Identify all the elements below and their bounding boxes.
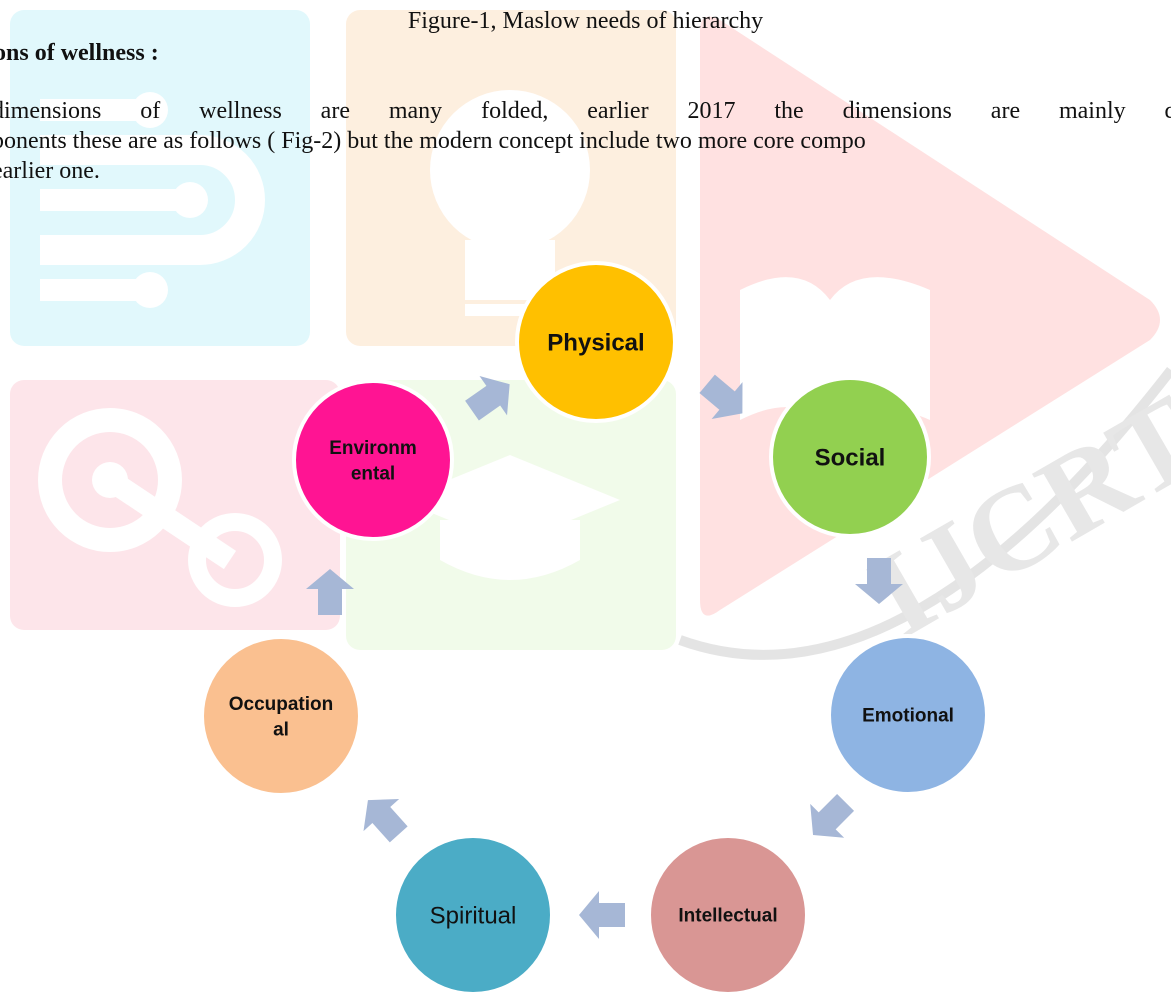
wellness-node-occupational: Occupation al <box>200 635 362 797</box>
wellness-node-spiritual: Spiritual <box>392 834 554 996</box>
paragraph-word: dimensions <box>0 98 102 124</box>
cycle-arrow-icon <box>363 798 408 843</box>
paragraph-word: are <box>320 98 350 124</box>
wellness-node-label: Social <box>815 444 886 471</box>
paragraph-word: the <box>774 98 804 124</box>
wellness-node-label: ental <box>351 463 395 484</box>
gears-icon <box>10 380 340 630</box>
cycle-arrow-icon <box>699 374 743 419</box>
paragraph-line-2: ponents these are as follows ( Fig-2) bu… <box>0 128 866 154</box>
paragraph-word: depen <box>1164 98 1171 124</box>
wellness-node-label: Occupation <box>229 694 334 715</box>
wellness-node-emotional: Emotional <box>827 634 989 796</box>
cycle-arrow-icon <box>810 793 855 838</box>
wellness-node-label: Environm <box>329 438 417 459</box>
paragraph-word: of <box>140 98 161 124</box>
wellness-node-label: Spiritual <box>430 902 517 929</box>
wellness-node-label: Intellectual <box>678 906 777 927</box>
wellness-node-physical: Physical <box>515 261 677 423</box>
wellness-node-intellectual: Intellectual <box>647 834 809 996</box>
wellness-node-label: al <box>273 719 289 740</box>
cycle-arrow-icon <box>579 891 625 939</box>
circuit-icon <box>10 10 310 346</box>
cycle-arrow-icon <box>855 558 903 604</box>
wellness-node-label: Physical <box>547 329 644 356</box>
figure-caption: Figure-1, Maslow needs of hierarchy <box>407 8 764 34</box>
paragraph-word: mainly <box>1058 98 1126 124</box>
cycle-arrow-icon <box>465 376 510 421</box>
body-paragraph: dimensions of wellness are many folded, earlie… <box>0 96 1171 186</box>
paragraph-line-3: earlier one. <box>0 158 100 184</box>
paragraph-word: earlier <box>587 98 649 124</box>
paragraph-word: 2017 <box>687 98 736 124</box>
paragraph-word: many <box>388 98 443 124</box>
paragraph-word: dimensions <box>842 98 952 124</box>
paragraph-word: wellness <box>199 98 282 124</box>
wellness-node-environmental: Environm ental <box>292 379 454 541</box>
cycle-arrow-icon <box>306 569 354 615</box>
wellness-node-social: Social <box>769 376 931 538</box>
wellness-node-label: Emotional <box>862 706 954 727</box>
paragraph-line-1: dimensions of wellness are many folded, earlie… <box>0 96 1171 126</box>
paragraph-word: are <box>990 98 1021 124</box>
paragraph-word: folded, <box>481 98 549 124</box>
section-heading: ensions of wellness : <box>0 40 159 66</box>
